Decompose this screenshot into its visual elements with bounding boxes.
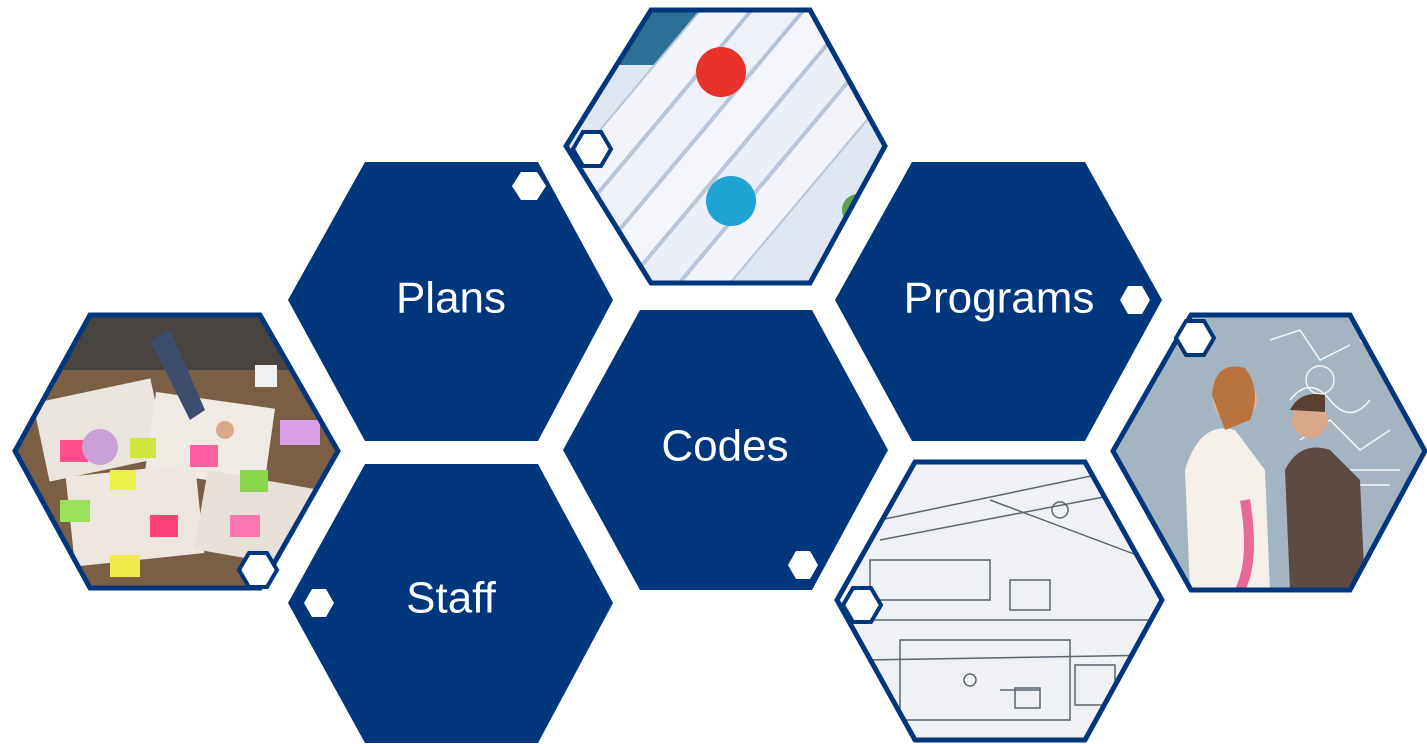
label-plans: Plans — [396, 274, 506, 323]
photo-blueprints — [837, 462, 1162, 740]
hex-bullet-outline-icon — [1173, 319, 1217, 357]
label-codes: Codes — [661, 422, 788, 471]
hex-bullet-icon — [304, 589, 334, 617]
hex-bullet-icon — [1120, 286, 1150, 314]
hex-bullet-icon — [512, 172, 546, 200]
photo-planning-table — [15, 315, 338, 588]
label-programs: Programs — [904, 274, 1095, 323]
hex-bullet-outline-icon — [236, 551, 280, 589]
hex-codes — [563, 310, 888, 590]
hex-programs — [835, 162, 1162, 441]
photo-whiteboard-team — [1113, 315, 1425, 590]
hex-bullet-outline-icon — [840, 586, 884, 624]
hex-staff — [288, 464, 613, 743]
hex-bullet-icon — [788, 551, 818, 579]
hex-plans — [288, 162, 613, 441]
hex-bullet-outline-icon — [570, 130, 614, 168]
photo-pins-on-paper — [566, 10, 885, 283]
label-staff: Staff — [406, 574, 496, 623]
